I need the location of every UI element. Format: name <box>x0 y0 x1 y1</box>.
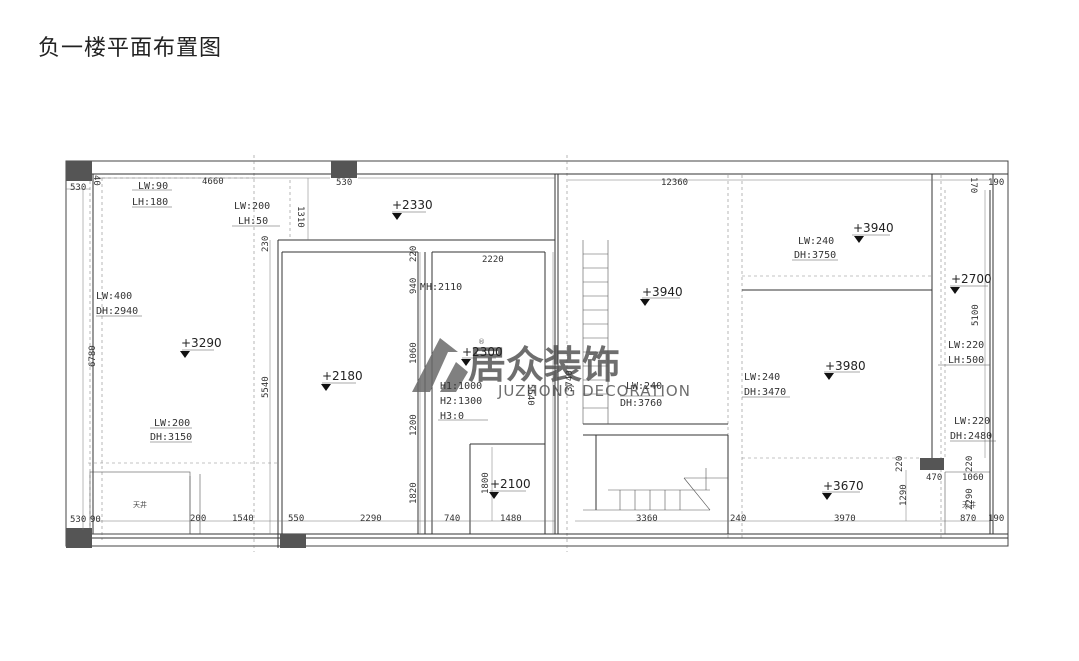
dim-b-740: 740 <box>444 514 460 524</box>
watermark-reg: ® <box>478 338 485 346</box>
dim-b-550: 550 <box>288 514 304 524</box>
dim-b-240: 240 <box>730 514 746 524</box>
light-well-label: 天井 <box>133 500 147 509</box>
dim-220c: 220 <box>965 456 975 472</box>
dim-1200: 1200 <box>409 414 419 436</box>
dim-top-190: 190 <box>988 178 1004 188</box>
dim-top-530b: 530 <box>336 178 352 188</box>
label-lh180: LH:180 <box>132 197 168 208</box>
label-lw90: LW:90 <box>138 181 168 192</box>
dim-1310: 1310 <box>295 206 305 228</box>
logo-mark-icon <box>412 338 458 392</box>
label-lh500: LH:500 <box>948 355 984 366</box>
elev-2330: +2330 <box>392 198 433 212</box>
plan-frame <box>65 160 1009 547</box>
dim-1060b: 1060 <box>962 473 984 483</box>
label-dh3760: DH:3760 <box>620 398 662 409</box>
elev-2100: +2100 <box>490 477 531 491</box>
label-mh2110: MH:2110 <box>420 282 462 293</box>
light-well <box>89 471 990 535</box>
dim-top-12360: 12360 <box>661 178 688 188</box>
walls <box>66 173 1008 548</box>
label-dh3150: DH:3150 <box>150 432 192 443</box>
elev-3940b: +3940 <box>853 221 894 235</box>
elev-3290: +3290 <box>181 336 222 350</box>
dim-5540: 5540 <box>261 376 271 398</box>
label-dh2480: DH:2480 <box>950 431 992 442</box>
watermark: 居众装饰 JUZHONG DECORATION ® <box>412 338 691 400</box>
dim-b-1540: 1540 <box>232 514 254 524</box>
dim-b-2290: 2290 <box>360 514 382 524</box>
label-lw240b: LW:240 <box>798 236 834 247</box>
page-title: 负一楼平面布置图 <box>38 36 223 61</box>
elev-3670: +3670 <box>823 479 864 493</box>
dim-470: 470 <box>926 473 942 483</box>
dim-1060: 1060 <box>409 342 419 364</box>
elev-2700: +2700 <box>951 272 992 286</box>
dim-220: 220 <box>409 246 419 262</box>
dim-3740: 3740 <box>565 370 575 392</box>
label-dh2940: DH:2940 <box>96 306 138 317</box>
label-dh3750: DH:3750 <box>794 250 836 261</box>
label-lw240a: LW:240 <box>626 381 662 392</box>
dim-left-90: 90 <box>90 515 101 525</box>
dim-b-870: 870 <box>960 514 976 524</box>
dim-1820: 1820 <box>409 482 419 504</box>
dim-1800: 1800 <box>481 472 491 494</box>
dim-1290: 1290 <box>899 484 909 506</box>
dim-top-530: 530 <box>70 183 86 193</box>
dim-b-3360: 3360 <box>636 514 658 524</box>
elev-2300: +2300 <box>462 345 503 359</box>
dim-left-6780: 6780 <box>88 345 98 367</box>
label-lh50: LH:50 <box>238 216 268 227</box>
watermark-name: 居众装饰 <box>468 343 620 387</box>
dim-220b: 220 <box>895 456 905 472</box>
label-h3: H3:0 <box>440 411 464 422</box>
dim-2290b: 2290 <box>965 488 975 510</box>
label-h1: H1:1000 <box>440 381 482 392</box>
columns <box>66 161 944 548</box>
dim-top-170: 170 <box>968 177 978 193</box>
dim-b-1480: 1480 <box>500 514 522 524</box>
watermark-sub: JUZHONG DECORATION <box>497 382 691 400</box>
label-lw220a: LW:220 <box>948 340 984 351</box>
label-lw400: LW:400 <box>96 291 132 302</box>
dim-b-190: 190 <box>988 514 1004 524</box>
dim-230: 230 <box>261 236 271 252</box>
light-well-label-2: 天井 <box>962 500 976 509</box>
elev-2180: +2180 <box>322 369 363 383</box>
elevation-markers <box>180 213 960 500</box>
dim-b-3970: 3970 <box>834 514 856 524</box>
elev-3940a: +3940 <box>642 285 683 299</box>
label-h2: H2:1300 <box>440 396 482 407</box>
dim-b-200: 200 <box>190 514 206 524</box>
dim-top-4660: 4660 <box>202 177 224 187</box>
dim-5100: 5100 <box>971 304 981 326</box>
label-dh3470: DH:3470 <box>744 387 786 398</box>
dimension-lines <box>66 177 990 534</box>
dim-left-40: 40 <box>91 175 101 186</box>
dim-940: 940 <box>409 278 419 294</box>
dim-2220: 2220 <box>482 255 504 265</box>
dim-left-530: 530 <box>70 515 86 525</box>
label-lw220b: LW:220 <box>954 416 990 427</box>
label-lw200a: LW:200 <box>234 201 270 212</box>
dim-5540b: 5540 <box>525 384 535 406</box>
label-lw240c: LW:240 <box>744 372 780 383</box>
stairs <box>582 240 728 511</box>
elev-3980: +3980 <box>825 359 866 373</box>
label-lw200b: LW:200 <box>154 418 190 429</box>
